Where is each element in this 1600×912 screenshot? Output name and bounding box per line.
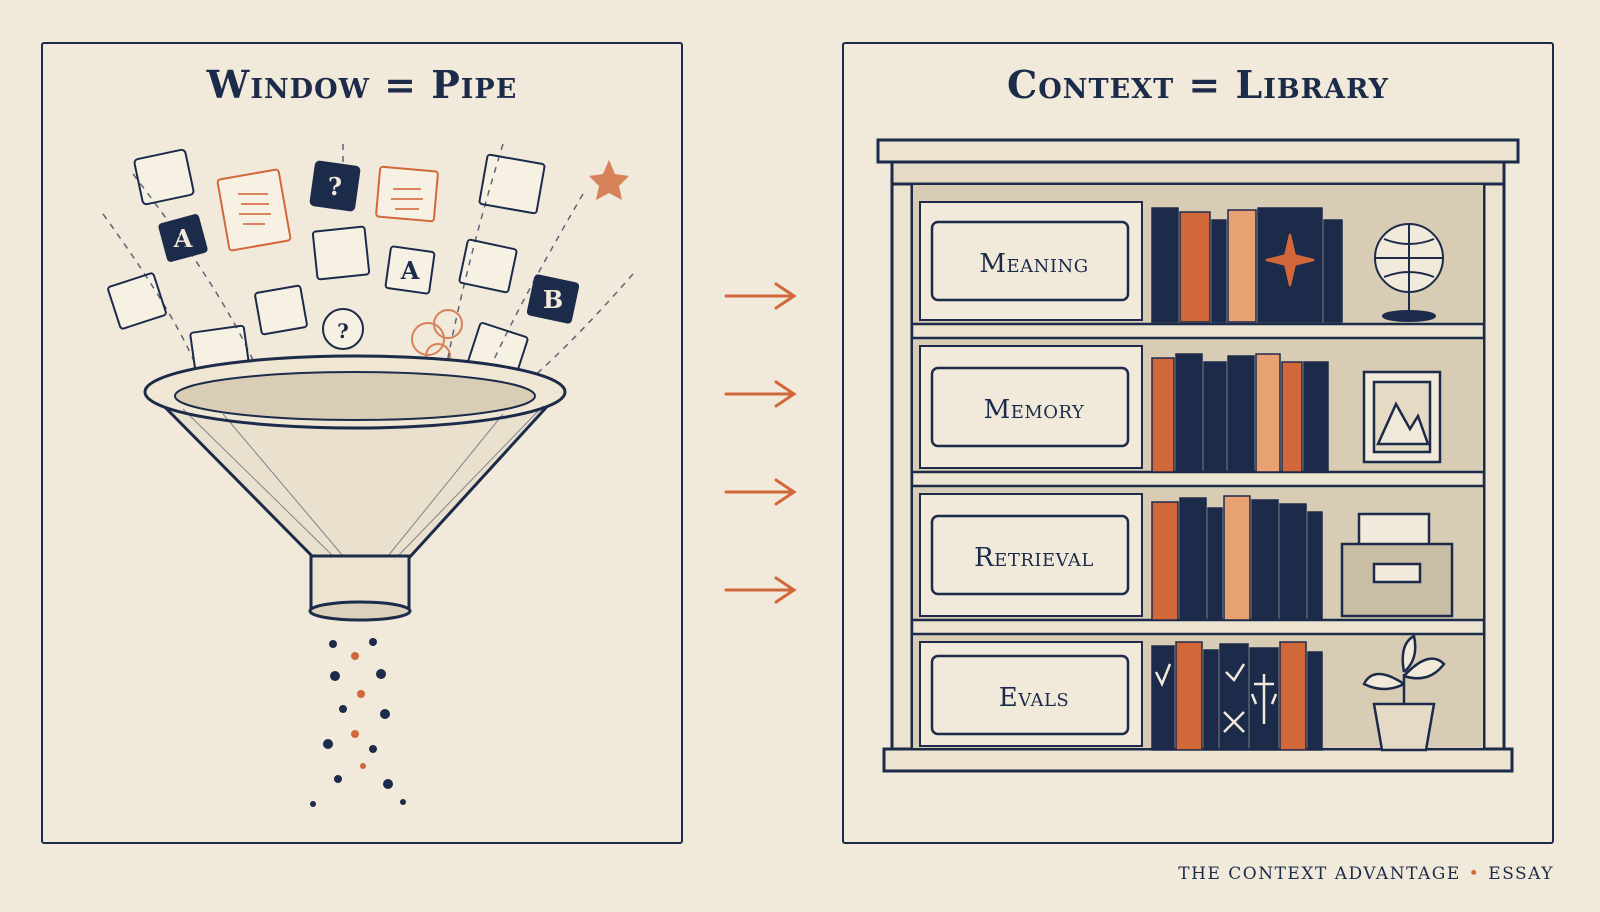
- svg-text:?: ?: [328, 172, 342, 201]
- footer-separator: •: [1469, 864, 1481, 884]
- shelf-label-evals: Evals: [934, 658, 1134, 738]
- arrows-group: [722, 278, 802, 608]
- footer-series: THE CONTEXT ADVANTAGE: [1178, 864, 1460, 884]
- funnel-icon: [145, 356, 565, 620]
- svg-text:?: ?: [337, 319, 349, 343]
- window-pipe-panel: Window = Pipe A ? A B: [41, 42, 683, 844]
- arrow-right-icon: [726, 480, 794, 504]
- arrow-right-icon: [726, 284, 794, 308]
- svg-text:B: B: [543, 285, 563, 314]
- footer-kind: ESSAY: [1488, 864, 1554, 884]
- shelf-label-memory: Memory: [934, 370, 1134, 450]
- arrow-right-icon: [726, 382, 794, 406]
- picture-frame-icon: [1364, 372, 1440, 462]
- svg-text:A: A: [400, 256, 420, 285]
- footer-credit: THE CONTEXT ADVANTAGE • ESSAY: [1178, 864, 1554, 884]
- context-library-panel: Context = Library: [842, 42, 1554, 844]
- arrow-right-icon: [726, 578, 794, 602]
- funnel-illustration: A ? A B D ?: [43, 44, 681, 842]
- svg-text:A: A: [173, 224, 193, 253]
- shelf-label-retrieval: Retrieval: [934, 518, 1134, 598]
- shelf-label-meaning: Meaning: [934, 224, 1134, 304]
